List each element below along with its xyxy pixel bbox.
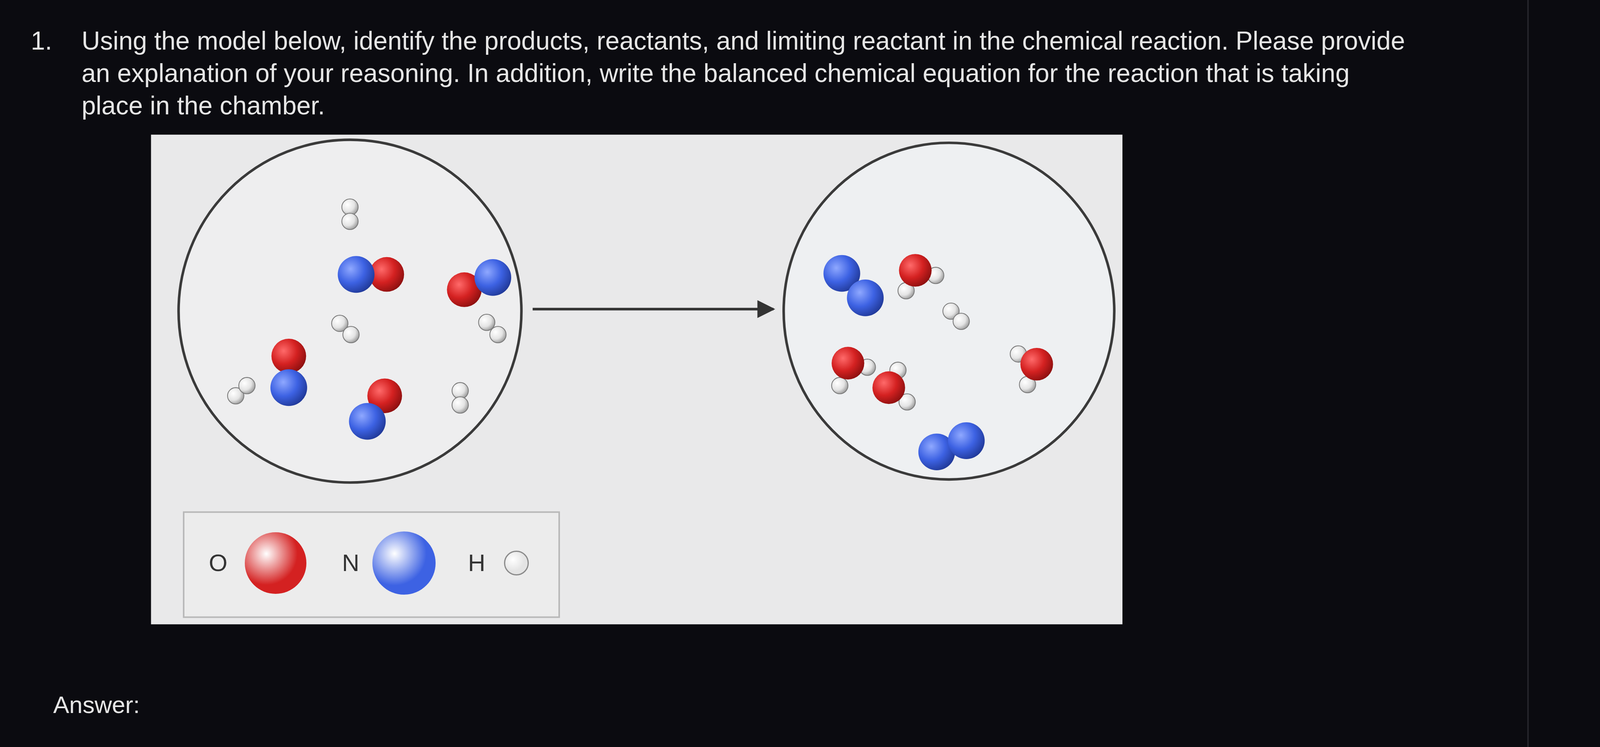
legend-swatch: [372, 531, 436, 595]
diagram-panel: [151, 134, 1123, 625]
answer-label: Answer:: [53, 688, 140, 722]
molecules: [227, 198, 1054, 471]
legend-swatch: [504, 550, 529, 576]
question-number: 1.: [30, 24, 52, 58]
legend-swatch: [244, 532, 307, 594]
product-chamber: [783, 142, 1115, 480]
legend-text: O: [208, 551, 228, 576]
legend-text: N: [342, 551, 360, 576]
question-text: Using the model below, identify the prod…: [81, 24, 1414, 122]
legend-box: [183, 512, 560, 618]
reactant-chamber: [178, 139, 522, 483]
legend-text: H: [468, 551, 486, 576]
screen-edge: [1527, 0, 1529, 747]
reaction-arrow: [532, 308, 774, 311]
